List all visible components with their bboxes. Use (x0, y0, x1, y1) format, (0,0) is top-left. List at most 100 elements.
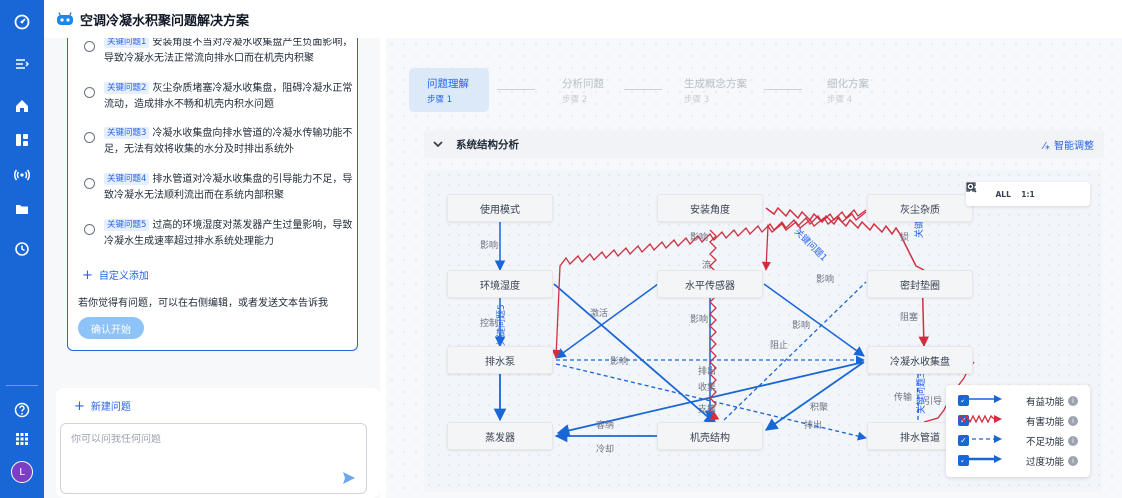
edge-dust-pump-harmful (551, 208, 867, 359)
legend-checkbox[interactable]: ✓ (958, 395, 969, 406)
step-analyze[interactable]: 分析问题 步骤 2 (544, 68, 644, 112)
legend-checkbox[interactable]: ✓ (958, 435, 969, 446)
ask-box (60, 423, 367, 494)
step-generate[interactable]: 生成概念方案 步骤 3 (666, 68, 766, 112)
node-dust[interactable]: 灰尘杂质 (867, 194, 973, 222)
edge-label-influence: 影响 (792, 319, 810, 331)
apps-grid-icon[interactable] (10, 427, 34, 451)
edge-dust-sensor-harmful (761, 211, 867, 271)
legend-label: 有害功能 (1026, 417, 1065, 428)
info-icon[interactable]: i (1068, 456, 1078, 466)
radio-button[interactable] (84, 132, 95, 143)
plus-icon: + (74, 399, 85, 414)
fullscreen-icon[interactable] (966, 182, 1087, 203)
edge-label-control: 控制 (480, 317, 498, 329)
legend-harmful[interactable]: ✓ 有害功能 i (958, 414, 1082, 428)
section-header[interactable]: 系统结构分析 ⁄⁎智能调整 (424, 130, 1104, 158)
issue-text: 安装角度不当对冷凝水收集盘产生负面影响，导致冷凝水无法正常流向排水口而在机壳内积… (104, 38, 353, 64)
step-connector (764, 89, 802, 90)
chevron-down-icon[interactable] (432, 138, 444, 150)
beneficial-line-icon (958, 395, 1002, 403)
collapse-menu-icon[interactable] (10, 52, 34, 76)
edge-label-flow: 流 (702, 259, 711, 271)
legend-label: 有益功能 (1026, 397, 1065, 408)
radio-button[interactable] (84, 224, 95, 235)
legend-checkbox[interactable]: ✓ (958, 455, 969, 466)
legend-beneficial[interactable]: ✓ 有益功能 i (958, 394, 1082, 408)
step-number: 步骤 3 (684, 95, 710, 105)
node-drain-pump[interactable]: 排水泵 (447, 346, 553, 374)
new-issue-button[interactable]: + 新建问题 (74, 398, 131, 414)
send-icon[interactable] (342, 471, 356, 485)
folder-icon[interactable] (10, 197, 34, 221)
home-icon[interactable] (10, 94, 34, 118)
edge-label-collect: 收集 (698, 381, 716, 393)
robot-logo-icon (57, 12, 73, 25)
legend: ✓ 有益功能 i ✓ 有害功能 i ✓ 不足功能 i ✓ 过度功能 (946, 385, 1090, 477)
step-connector (497, 89, 535, 90)
edge-angle-tray-harmful (765, 206, 925, 271)
info-icon[interactable]: i (1068, 416, 1078, 426)
radio-button[interactable] (84, 178, 95, 189)
history-icon[interactable] (10, 237, 34, 261)
step-label: 生成概念方案 (684, 78, 747, 90)
node-housing[interactable]: 机壳结构 (657, 422, 763, 450)
info-icon[interactable]: i (1068, 436, 1078, 446)
actual-size-button[interactable]: 1:1 (1021, 189, 1035, 199)
zoom-out-icon[interactable] (966, 182, 1062, 203)
edge-tag-key1: 关键问题1 (792, 226, 830, 264)
board-icon[interactable] (10, 128, 34, 152)
issue-text: 过高的环境湿度对蒸发器产生过量影响，导致冷凝水生成速率超过排水系统处理能力 (104, 220, 353, 247)
step-number: 步骤 2 (562, 95, 588, 105)
legend-insufficient[interactable]: ✓ 不足功能 i (958, 434, 1082, 448)
rail-divider (6, 385, 38, 386)
confirm-start-button[interactable]: 确认开始 (78, 317, 144, 339)
edge-label-support: 支撑 (698, 403, 716, 415)
diagram-edges: 关键问题1 关键问题2 关键问题5 关键问题3 影响 控制 激活 影响 流 影响… (480, 196, 975, 455)
step-number: 步骤 4 (827, 95, 853, 105)
node-seal-gasket[interactable]: 密封垫圈 (867, 270, 973, 298)
legend-excessive[interactable]: ✓ 过度功能 i (958, 454, 1082, 468)
edge-label-influence: 影响 (816, 273, 834, 285)
step-refine[interactable]: 细化方案 步骤 4 (809, 68, 909, 112)
edge-sensor-pump (555, 283, 659, 359)
signal-icon[interactable] (10, 162, 34, 186)
ask-input[interactable] (71, 434, 331, 445)
node-use-mode[interactable]: 使用模式 (447, 194, 553, 222)
step-label: 分析问题 (562, 78, 604, 90)
radio-button[interactable] (84, 41, 95, 52)
avatar[interactable]: L (11, 461, 33, 483)
step-number: 步骤 1 (427, 95, 453, 105)
magic-wand-icon: ⁄⁎ (1043, 141, 1050, 152)
edge-tag-key5: 关键问题5 (495, 304, 507, 346)
issue-tag: 关键问题5 (104, 219, 150, 231)
radio-button[interactable] (84, 87, 95, 98)
edge-label-influence: 影响 (690, 231, 708, 243)
node-env-humidity[interactable]: 环境湿度 (447, 270, 553, 298)
analysis-panel: 问题理解 步骤 1 分析问题 步骤 2 生成概念方案 步骤 3 细化方案 步骤 … (386, 38, 1122, 498)
dashboard-icon[interactable] (10, 10, 34, 34)
edge-label-guide: 引导 (924, 396, 942, 407)
custom-add-button[interactable]: +自定义添加 (82, 267, 149, 283)
node-condensate-tray[interactable]: 冷凝水收集盘 (867, 346, 973, 374)
smart-adjust-button[interactable]: ⁄⁎智能调整 (1043, 137, 1094, 152)
step-understand[interactable]: 问题理解 步骤 1 (409, 68, 489, 112)
issue-tag: 关键问题2 (104, 82, 150, 94)
info-icon[interactable]: i (1068, 396, 1078, 406)
node-evaporator[interactable]: 蒸发器 (447, 422, 553, 450)
node-install-angle[interactable]: 安装角度 (657, 194, 763, 222)
issue-tag: 关键问题1 (104, 38, 150, 48)
node-level-sensor[interactable]: 水平传感器 (657, 270, 763, 298)
issue-tag: 关键问题4 (104, 173, 150, 185)
edge-label-accumulate: 积聚 (810, 401, 828, 413)
fit-all-button[interactable]: ALL (995, 189, 1011, 199)
issue-text: 排水管道对冷凝水收集盘的引导能力不足，导致冷凝水无法顺利流出而在系统内部积聚 (104, 174, 353, 201)
edge-label-discharge: 排出 (698, 365, 716, 377)
help-icon[interactable] (10, 398, 34, 422)
issue-tag: 关键问题3 (104, 127, 150, 139)
edge-angle-housing-harmful (709, 229, 720, 421)
edge-tag-key3: 关键问题3 (915, 372, 927, 414)
edge-label-transmit: 传输 (894, 391, 912, 403)
new-issue-label: 新建问题 (90, 402, 131, 413)
